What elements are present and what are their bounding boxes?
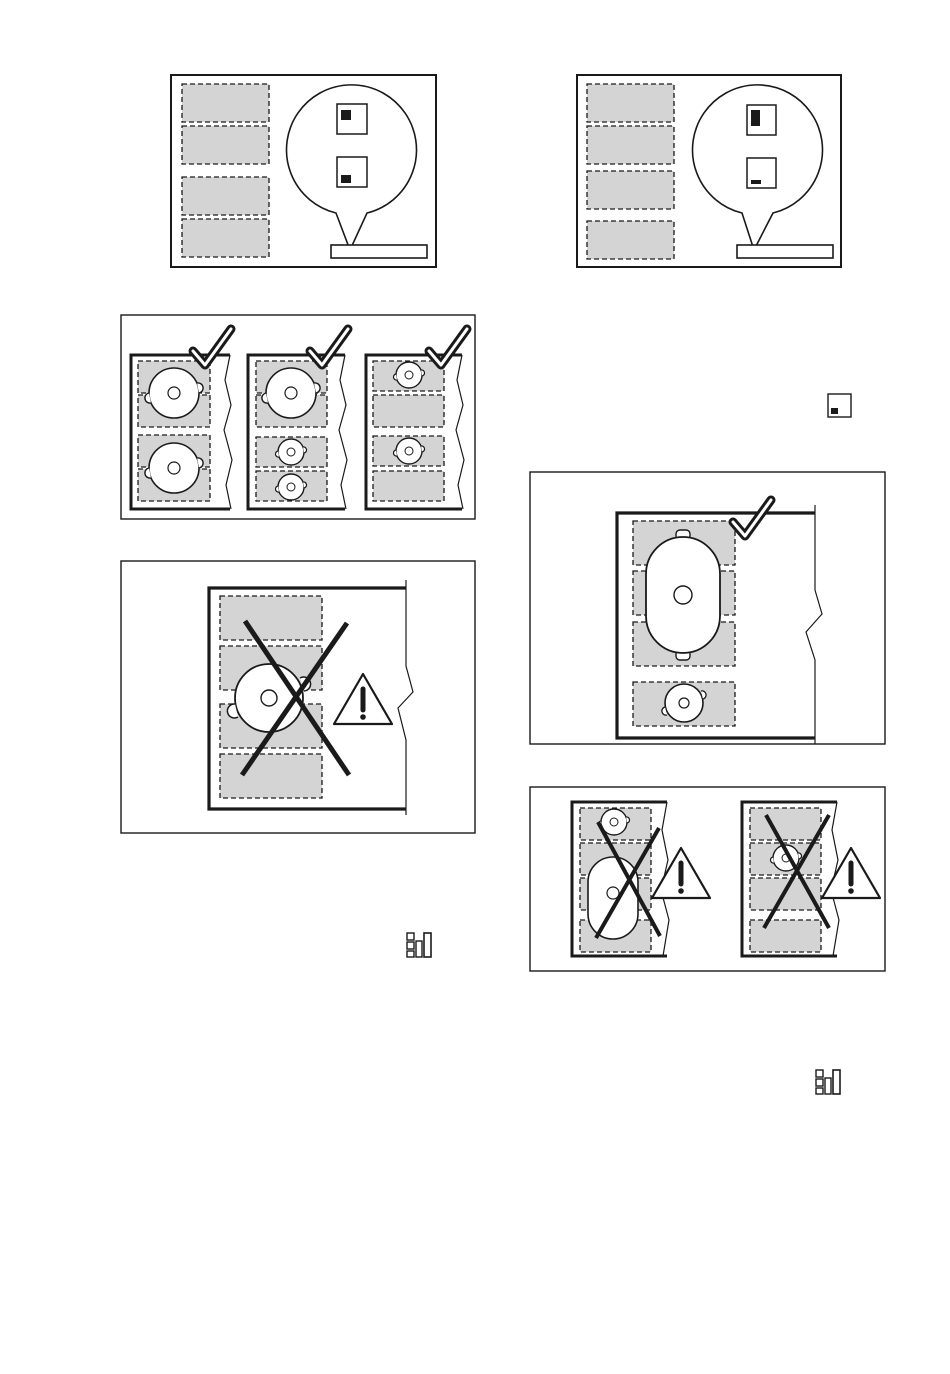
check-icon [733, 500, 771, 536]
zone-indicator-icon [828, 394, 851, 417]
figure-correct-placement-oval [530, 472, 885, 744]
figure-zone-display-b [577, 75, 841, 267]
bridge-function-icon [816, 1070, 840, 1094]
bridge-function-icon [407, 933, 431, 957]
warning-icon [822, 848, 880, 898]
figure-zone-display-a [171, 75, 436, 267]
figure-incorrect-placement-pair [530, 787, 885, 971]
figure-correct-placement-round [121, 315, 475, 519]
warning-icon [334, 674, 392, 724]
warning-icon [652, 848, 710, 898]
check-icon [310, 329, 348, 365]
figure-incorrect-placement-large [121, 561, 475, 833]
check-icon [193, 329, 231, 365]
